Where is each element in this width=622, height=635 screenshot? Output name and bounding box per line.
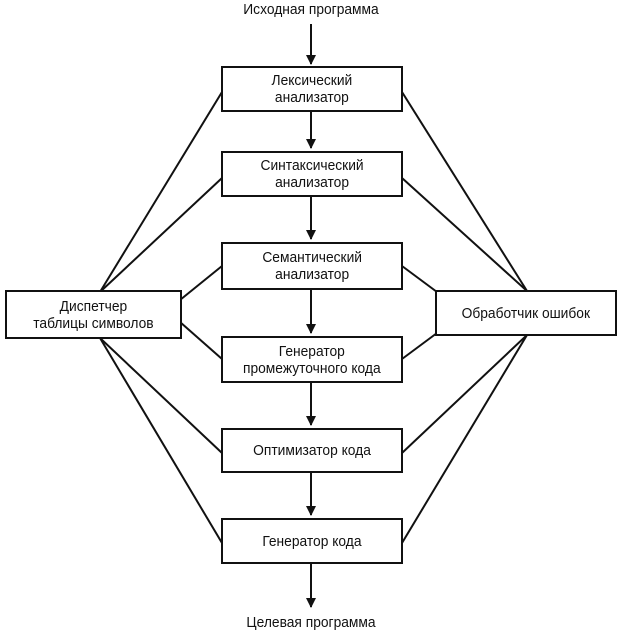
phase-box-optimizer: Оптимизатор кода [221,428,403,473]
phase-box-lexer: Лексический анализатор [221,66,403,112]
connector-symtab-phase-4 [179,321,223,360]
connector-errors-phase-2 [401,177,528,292]
target-program-label: Целевая программа [246,614,376,631]
connector-symtab-phase-2 [99,177,223,293]
symbol-table-manager-label: Диспетчер таблицы символов [33,297,154,332]
phase-label-intermediate-codegen: Генератор промежуточного кода [243,342,381,377]
connector-errors-phase-6 [401,334,528,544]
connector-symtab-phase-5 [99,337,223,454]
input-program-label: Исходная программа [243,1,379,18]
error-handler-label: Обработчик ошибок [461,304,591,322]
symbol-table-manager-box: Диспетчер таблицы символов [5,290,182,339]
phase-box-codegen: Генератор кода [221,518,403,564]
error-handler-connectors [401,91,528,544]
error-handler-box: Обработчик ошибок [435,290,617,336]
connector-errors-phase-3 [401,265,438,293]
connector-errors-phase-1 [401,91,528,292]
phase-box-semantic: Семантический анализатор [221,242,403,290]
phase-label-parser: Синтаксический анализатор [260,157,364,191]
connector-symtab-phase-6 [99,337,223,544]
phase-label-lexer: Лексический анализатор [271,72,353,106]
connector-errors-phase-4 [401,332,438,360]
connector-errors-phase-5 [401,334,528,454]
phase-label-codegen: Генератор кода [262,532,362,550]
phase-label-semantic: Семантический анализатор [262,249,362,283]
connector-symtab-phase-1 [99,91,223,293]
connector-symtab-phase-3 [179,265,223,301]
phase-box-intermediate-codegen: Генератор промежуточного кода [221,336,403,383]
phase-box-parser: Синтаксический анализатор [221,151,403,197]
symbol-table-connectors [99,91,223,544]
phase-label-optimizer: Оптимизатор кода [253,442,371,459]
